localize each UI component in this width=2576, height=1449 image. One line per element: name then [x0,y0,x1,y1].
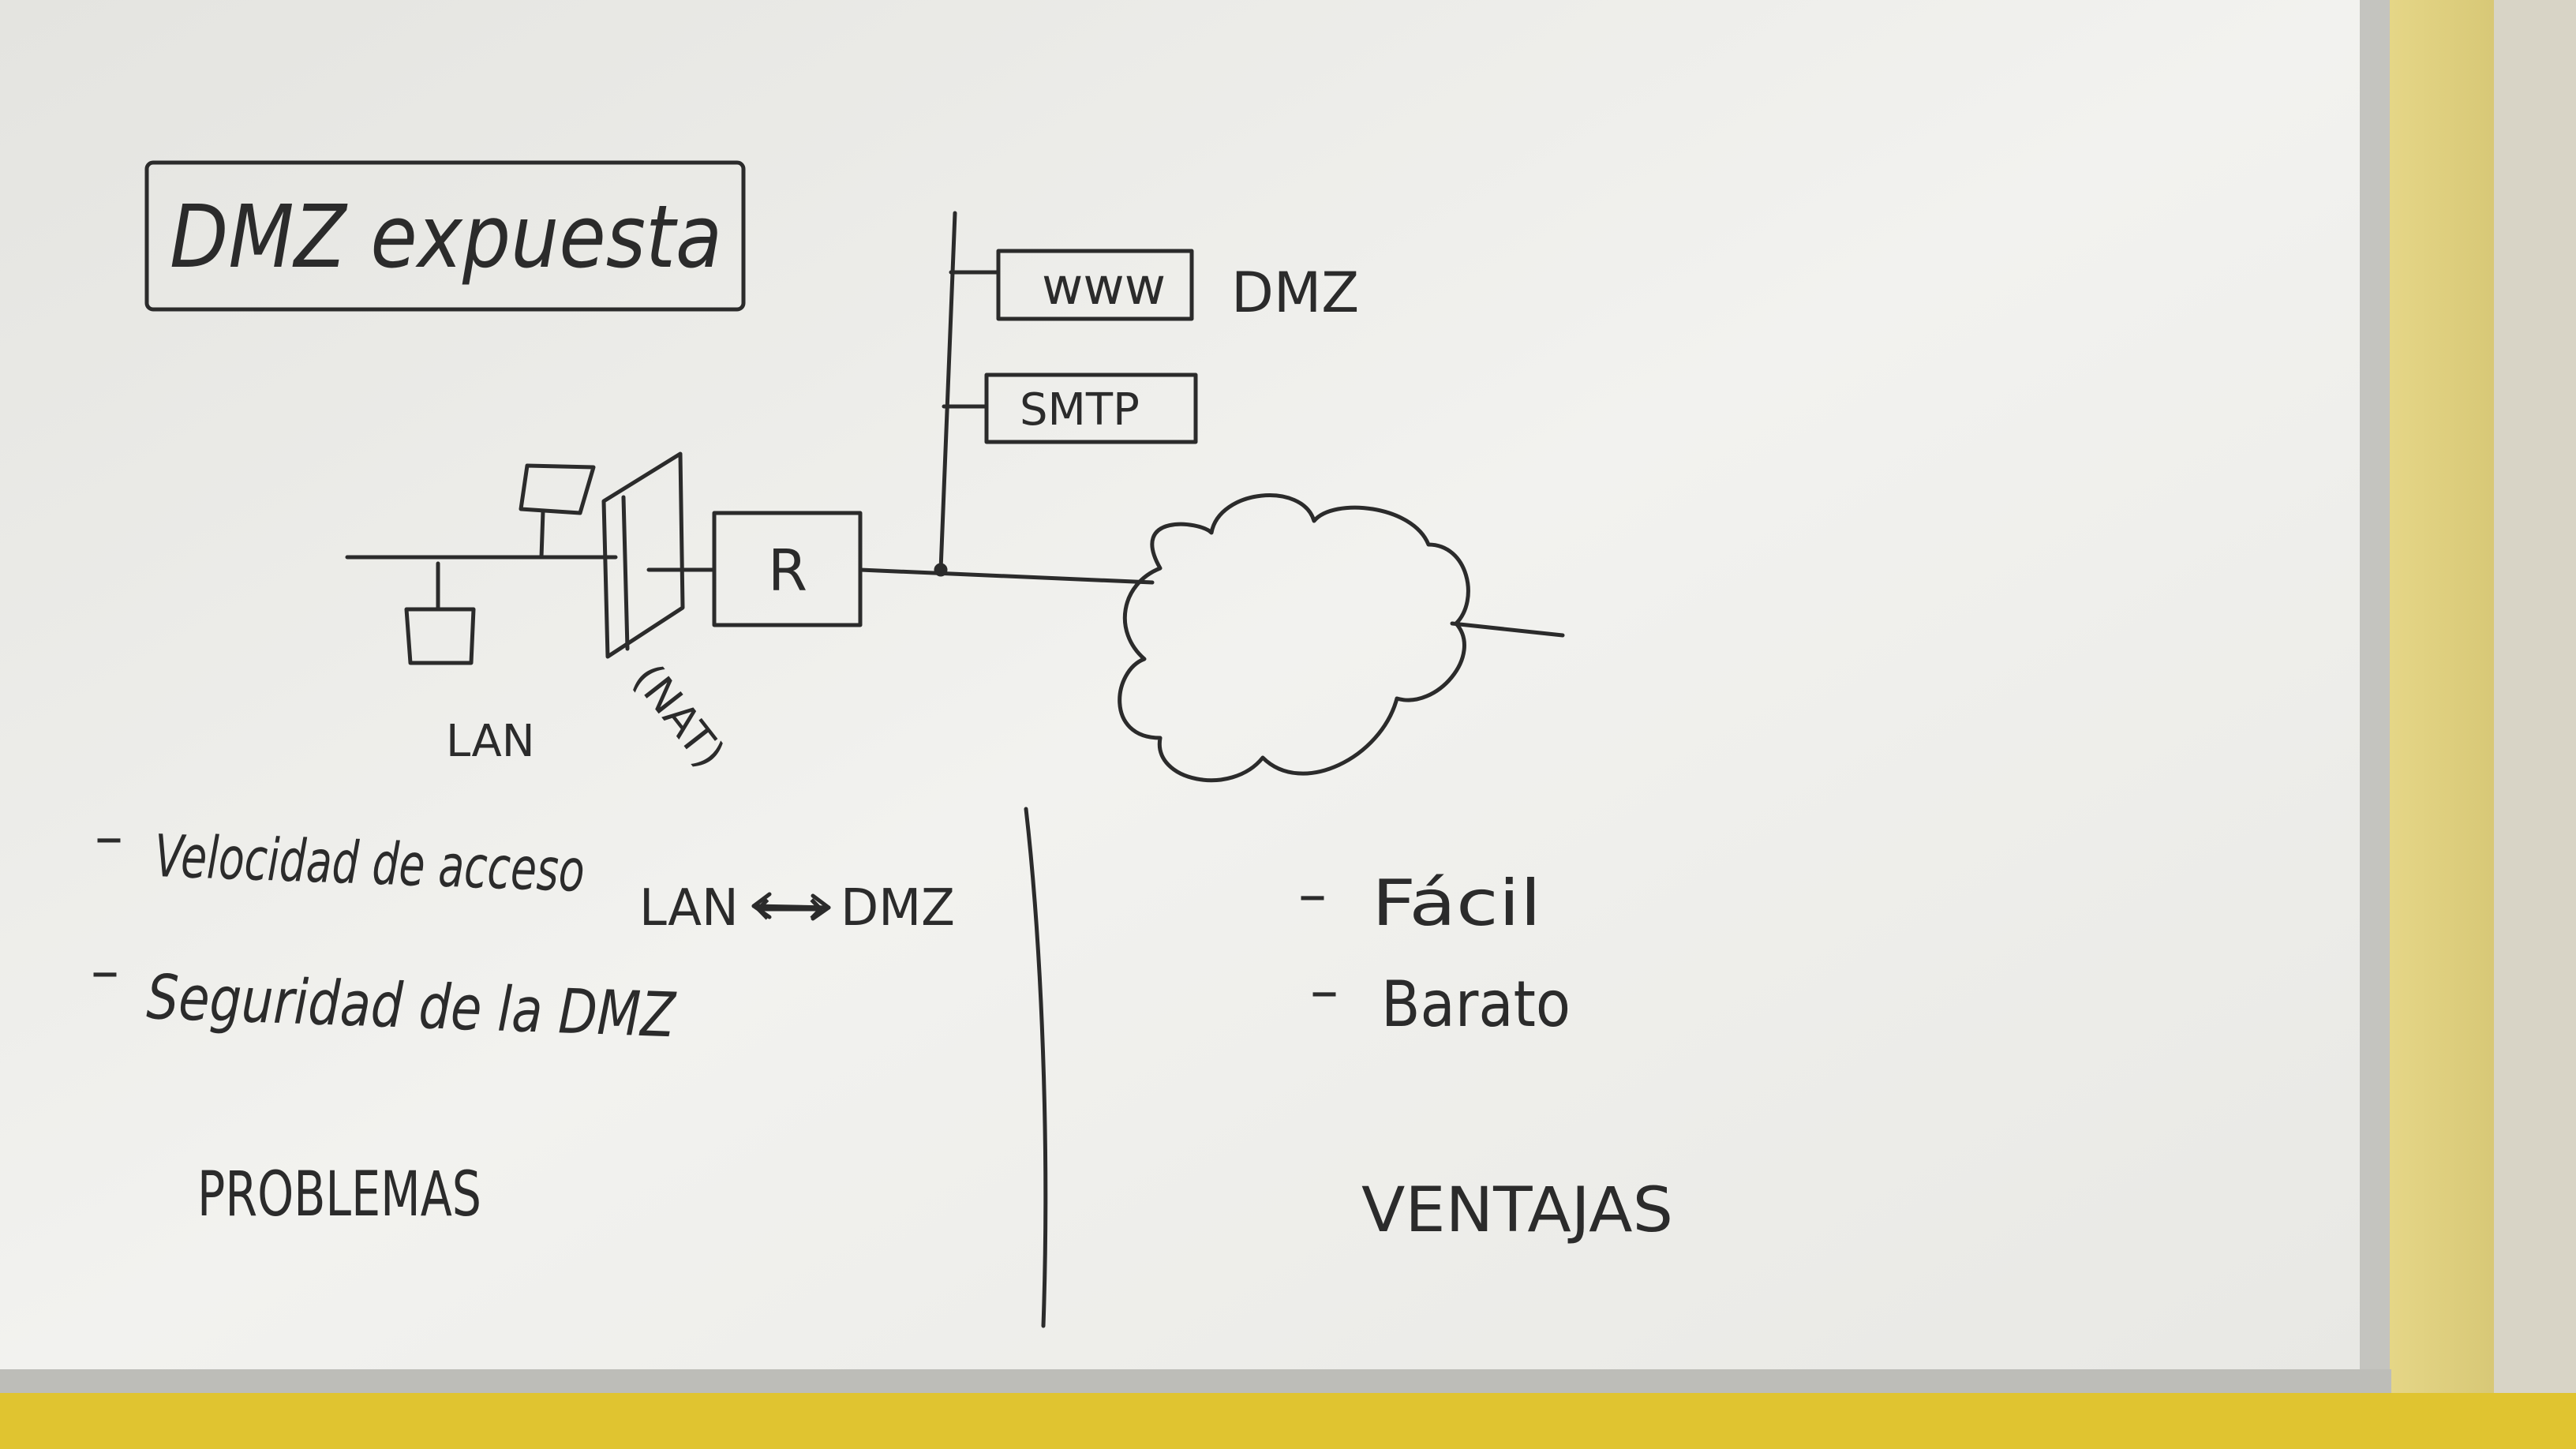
advantage-2-text: Barato [1381,968,1571,1041]
column-divider [1024,807,1048,1328]
monitor-stem [539,509,545,560]
server-smtp-label: SMTP [1020,384,1140,436]
server-www-label: www [1042,258,1166,316]
bidirectional-arrow-icon [751,892,831,921]
internet-cloud [1118,493,1470,783]
firewall-icon [601,451,685,659]
advantage-2-dash: – [1310,957,1339,1024]
cloud-outbound-link [1450,621,1565,638]
board-surface [0,0,2376,1389]
router-internet-link [858,567,1155,585]
lan-host-icon [404,607,476,665]
title-box [144,160,746,312]
advantage-1-dash: – [1298,861,1327,927]
problem-1-dash: – [95,803,123,870]
problem-2-dash: – [91,938,119,1004]
dmz-label: DMZ [1231,260,1359,325]
problems-heading: PROBLEMAS [197,1159,481,1230]
problem-1-text: Velocidad de acceso [153,822,586,905]
server-www-box [996,249,1194,321]
router-label: R [768,537,807,604]
server-smtp-box [984,373,1198,444]
board-frame-right [2360,0,2390,1421]
advantage-1-text: Fácil [1372,867,1541,940]
board-tray [0,1369,2391,1393]
wall-strip [2494,0,2576,1449]
problem-1-detail: LAN ⟷ DMZ [639,879,955,938]
title-text: DMZ expuesta [170,186,722,287]
monitor-icon [519,463,596,515]
advantages-heading: VENTAJAS [1361,1175,1673,1246]
yellow-floor [0,1393,2576,1449]
lan-label: LAN [446,716,535,767]
